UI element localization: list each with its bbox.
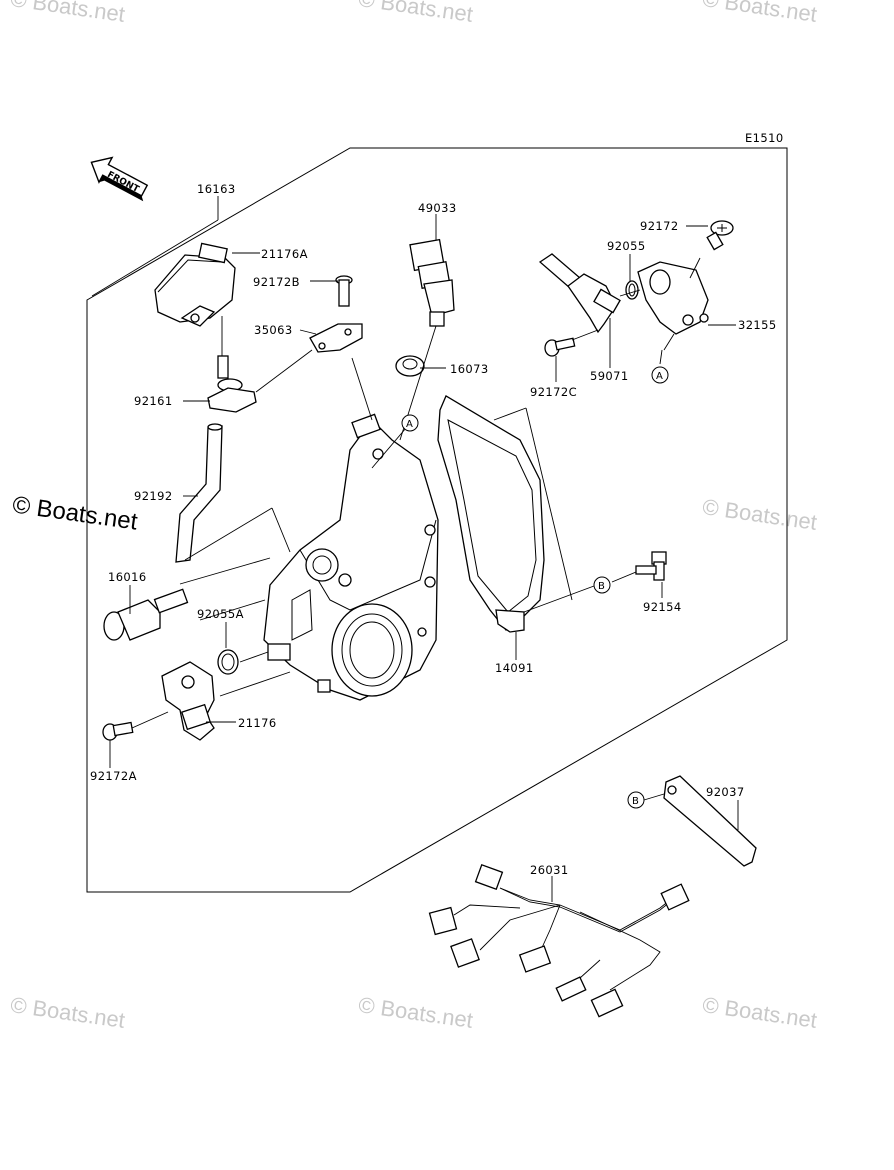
label-35063: 35063 [254, 323, 293, 337]
label-59071: 59071 [590, 369, 629, 383]
label-92172: 92172 [640, 219, 679, 233]
frame-outline [86, 147, 788, 893]
svg-text:A: A [656, 371, 663, 382]
label-92055: 92055 [607, 239, 646, 253]
ref-circle-a-right: A [651, 366, 669, 384]
label-14091: 14091 [495, 661, 534, 675]
hose-92192-icon [175, 423, 223, 563]
label-21176A: 21176A [261, 247, 308, 261]
label-92172C: 92172C [530, 385, 577, 399]
svg-text:A: A [406, 419, 413, 430]
label-92037: 92037 [706, 785, 745, 799]
injector-59071-icon [538, 253, 621, 334]
label-92172B: 92172B [253, 275, 300, 289]
label-92192: 92192 [134, 489, 173, 503]
label-26031: 26031 [530, 863, 569, 877]
label-32155: 32155 [738, 318, 777, 332]
pipe-32155-icon [637, 261, 709, 335]
screw-16016-icon [103, 588, 189, 641]
label-21176: 21176 [238, 716, 277, 730]
cover-14091-icon [437, 395, 545, 633]
label-92161: 92161 [134, 394, 173, 408]
grommet-16073-icon [395, 355, 425, 377]
harness-26031-icon [428, 863, 690, 1018]
bracket-35063-icon [309, 323, 363, 353]
label-92154: 92154 [643, 600, 682, 614]
label-16163: 16163 [197, 182, 236, 196]
bolt-92154-icon [635, 551, 667, 581]
screw-92172A-icon [102, 721, 134, 741]
ref-circle-b-middle: B [593, 576, 611, 594]
o-ring-92055A-icon [217, 649, 239, 675]
sensor-21176-icon [161, 661, 215, 741]
label-16016: 16016 [108, 570, 147, 584]
ref-circle-a-top: A [401, 414, 419, 432]
label-92172A: 92172A [90, 769, 137, 783]
label-92055A: 92055A [197, 607, 244, 621]
svg-text:B: B [632, 796, 639, 807]
label-49033: 49033 [418, 201, 457, 215]
throttle-body-icon [263, 413, 439, 701]
label-16073: 16073 [450, 362, 489, 376]
diagram-code: E1510 [745, 131, 784, 145]
screw-92172-icon [706, 220, 734, 251]
screw-92172C-icon [544, 337, 576, 357]
front-arrow-icon: FRONT [90, 156, 149, 202]
ref-circle-b-bottom: B [627, 791, 645, 809]
sensor-49033-icon [409, 238, 455, 327]
svg-text:B: B [598, 581, 605, 592]
joint-92161-icon [207, 355, 257, 413]
plate-92037-icon [663, 775, 757, 867]
sensor-16163-icon [154, 242, 236, 327]
o-ring-92055-icon [625, 280, 639, 300]
screw-92172B-icon [335, 275, 353, 307]
